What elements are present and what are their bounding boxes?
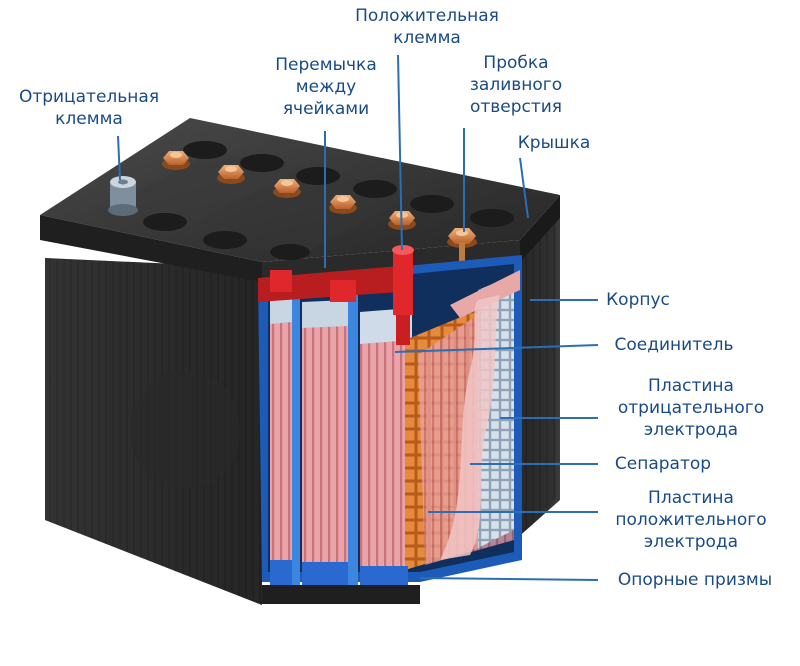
cell-connector-label-line1: Перемычка: [275, 55, 377, 75]
positive-plate-label: Пластина положительного электрода: [598, 487, 784, 553]
filler-plug-label-line2: заливного: [469, 75, 563, 95]
negative-plate-label-line3: электрода: [643, 420, 739, 440]
filler-plug-label-line1: Пробка: [483, 53, 549, 73]
support-prisms-label: Опорные призмы: [617, 570, 773, 590]
copper-hex-cap-icon: [447, 228, 477, 264]
cell-connector-label: Перемычка между ячейками: [250, 54, 402, 120]
copper-hex-cap-icon: [273, 179, 301, 198]
positive-terminal-label-line2: клемма: [393, 28, 461, 48]
negative-terminal-icon: [108, 176, 138, 216]
negative-terminal-label: Отрицательная клемма: [3, 86, 175, 130]
negative-terminal-label-line2: клемма: [55, 109, 123, 129]
positive-terminal-label: Положительная клемма: [332, 5, 522, 49]
connector-label: Соединитель: [614, 335, 734, 355]
positive-terminal-label-line1: Положительная: [355, 6, 499, 26]
case-label: Корпус: [606, 290, 670, 310]
positive-plate-label-line3: электрода: [643, 532, 739, 552]
cover-label: Крышка: [517, 133, 591, 153]
positive-plate-label-line1: Пластина: [648, 488, 734, 508]
battery-cutaway: [258, 255, 522, 604]
separator-label: Сепаратор: [614, 454, 712, 474]
leader-lines: [117, 54, 599, 581]
battery-case: [45, 218, 560, 605]
negative-plate-label: Пластина отрицательного электрода: [598, 375, 784, 441]
cell-connector-label-line3: ячейками: [282, 99, 370, 119]
copper-hex-cap-icon: [329, 195, 357, 214]
copper-hex-cap-icon: [162, 151, 190, 170]
cell-connector-label-line2: между: [295, 77, 357, 97]
copper-hex-cap-icon: [217, 165, 245, 184]
filler-plug-label: Пробка заливного отверстия: [454, 52, 578, 118]
positive-terminal-icon: [392, 245, 414, 345]
negative-terminal-label-line1: Отрицательная: [18, 87, 160, 107]
negative-plate-label-line2: отрицательного: [617, 398, 765, 418]
filler-plugs: [162, 151, 477, 264]
positive-plate-label-line2: положительного: [615, 510, 767, 530]
negative-plate-label-line1: Пластина: [648, 376, 734, 396]
filler-plug-label-line3: отверстия: [469, 97, 563, 117]
